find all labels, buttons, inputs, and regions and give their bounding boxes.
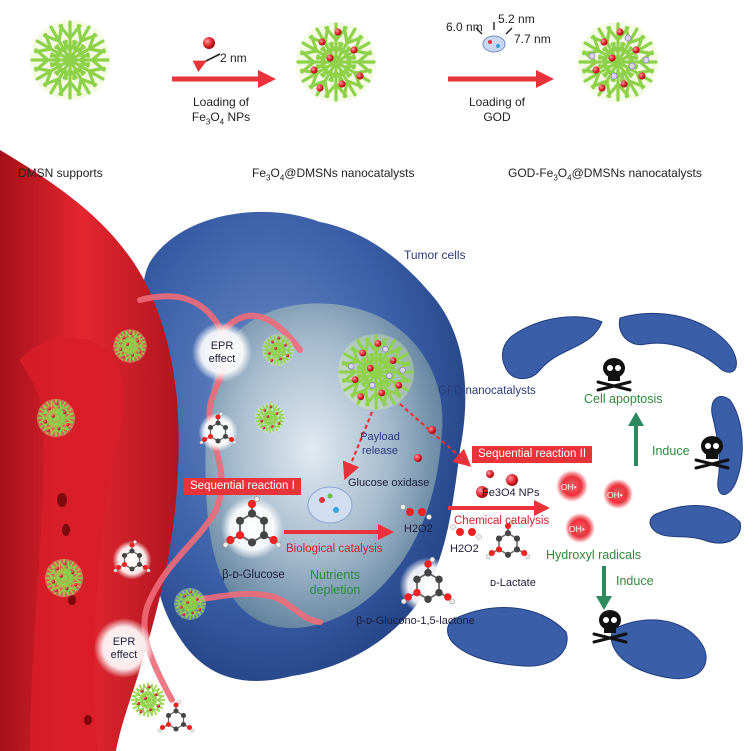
- tumor-cells-label: Tumor cells: [404, 248, 466, 262]
- loading-fe3o4-line1: Loading of: [192, 95, 250, 109]
- glucose-molecule: [112, 539, 152, 580]
- loading-fe3o4-line2: Fe3O4 NPs: [191, 110, 251, 127]
- dmsn-supports-label: DMSN supports: [18, 166, 103, 180]
- loading-god-line2: GOD: [483, 110, 511, 124]
- oh-radical: [564, 512, 596, 544]
- glucose-molecule: [220, 495, 284, 560]
- god-dim-a-label: 6.0 nm: [446, 20, 483, 34]
- oh-radical-label: OH•: [569, 524, 585, 534]
- glucose-label: β-ᴅ-Glucose: [222, 569, 285, 581]
- gfd-nanocatalyst-particle: [336, 332, 416, 412]
- induce-up-arrow: [628, 412, 644, 466]
- loading-god-line1: Loading of: [468, 95, 526, 109]
- induce-down-arrow: [596, 566, 612, 610]
- vessel-nanocatalyst: [112, 328, 148, 364]
- epr-glow: [192, 322, 252, 382]
- lactate-label: ᴅ-Lactate: [490, 577, 536, 589]
- loading-fe3o4-arrow: [172, 37, 276, 88]
- vessel-nanocatalyst: [36, 398, 76, 438]
- god-dim-c-label: 7.7 nm: [514, 32, 551, 46]
- god-dim-b-label: 5.2 nm: [498, 12, 535, 26]
- glucose-oxidase-label: Glucose oxidase: [348, 477, 430, 489]
- skull-icon: [596, 356, 632, 392]
- gluconolactone-label: β-ᴅ-Glucono-1,5-lactone: [356, 615, 475, 627]
- cell-nanocatalyst: [173, 587, 207, 621]
- h2o2-label-a: H2O2: [404, 523, 433, 535]
- glucose-molecule: [156, 699, 196, 740]
- god-enzyme-icon: [482, 35, 506, 53]
- fe3o4-dmsn-particle: [294, 20, 378, 104]
- h2o2-molecule: [400, 504, 432, 520]
- hydroxyl-radicals-label: Hydroxyl radicals: [546, 548, 642, 562]
- apoptotic-cell-fragments: [447, 312, 743, 680]
- oh-radical-label: OH•: [561, 482, 577, 492]
- fe3o4-nanoparticle-icon: [203, 37, 215, 49]
- glucose-oxidase-enzyme: [307, 486, 353, 524]
- loading-god-arrow: [448, 22, 554, 88]
- h2o2-label-b: H2O2: [450, 543, 479, 555]
- fe3o4-released-balls: [414, 426, 518, 498]
- epr-glow: [94, 618, 154, 678]
- biological-catalysis-arrow: [284, 524, 394, 540]
- induce-up-label: Induce: [652, 444, 690, 458]
- h2o2-molecule: [450, 524, 482, 540]
- gluconolactone-molecule: [399, 556, 457, 615]
- sequential-reaction-2-badge: Sequential reaction II: [472, 446, 593, 463]
- cell-nanocatalyst: [254, 402, 286, 434]
- cell-apoptosis-label: Cell apoptosis: [584, 392, 663, 406]
- god-fe3o4-dmsn-particle: [576, 20, 660, 104]
- fe3o4-dmsn-label: Fe3O4@DMSNs nanocatalysts: [252, 166, 415, 183]
- payload-release-arrow: [342, 411, 374, 481]
- red-blood-cells: [57, 493, 92, 725]
- induce-down-label: Induce: [616, 574, 654, 588]
- blood-vessel-branch: [20, 337, 125, 751]
- cell-nanocatalyst: [261, 333, 295, 367]
- payload-release-arrow: [399, 403, 472, 467]
- chemical-catalysis-arrow: [448, 500, 550, 516]
- lactate-molecule: [485, 519, 531, 566]
- biological-catalysis-label: Biological catalysis: [286, 543, 383, 555]
- dmsn-support-particle: [28, 18, 112, 102]
- oh-radical-label: OH•: [607, 490, 623, 500]
- sequential-reaction-1-badge: Sequential reaction I: [184, 478, 301, 495]
- fe3o4-nps-label: Fe3O4 NPs: [482, 487, 540, 499]
- glucose-molecule: [198, 411, 238, 452]
- gfd-nanocatalysts-label: GFD nanocatalysts: [438, 385, 536, 397]
- particle-size-label: 2 nm: [220, 51, 247, 65]
- oh-radical: [602, 478, 634, 510]
- vessel-nanocatalyst: [44, 558, 84, 598]
- oh-radical: [555, 469, 589, 503]
- god-fe3o4-dmsn-label: GOD-Fe3O4@DMSNs nanocatalysts: [508, 166, 702, 183]
- chemical-catalysis-label: Chemical catalysis: [454, 515, 550, 527]
